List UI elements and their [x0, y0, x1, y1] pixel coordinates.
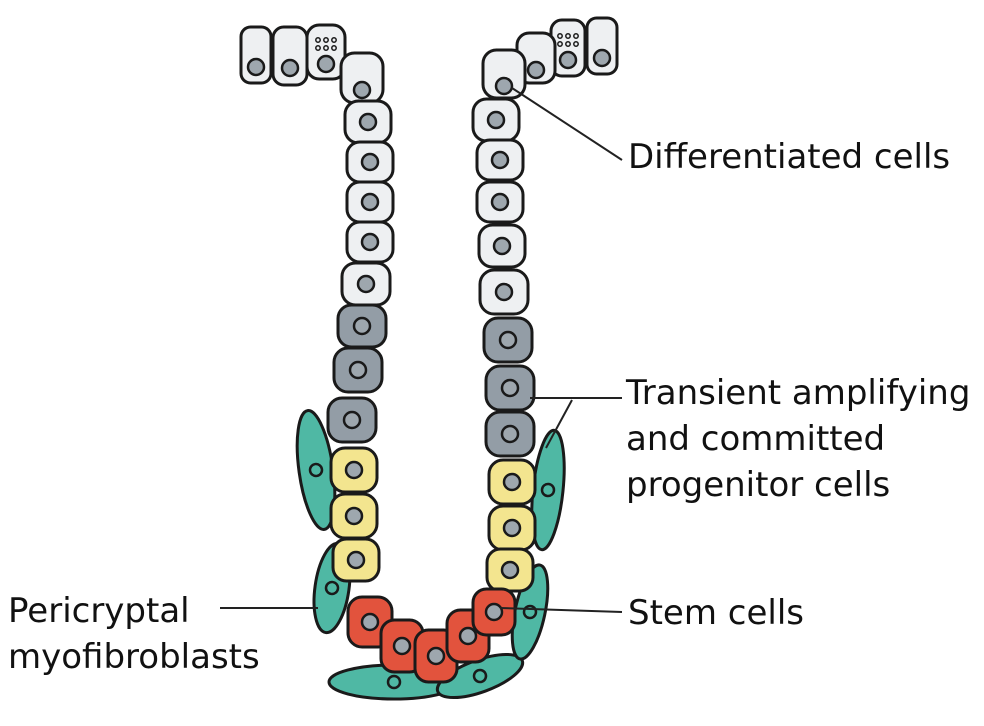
- label-stem-cells: Stem cells: [628, 590, 804, 636]
- transient-amplifying-cell: [338, 305, 386, 347]
- committed-progenitor-cell: [487, 549, 533, 591]
- stem-cell: [473, 589, 515, 635]
- label-transient-line-3: progenitor cells: [626, 462, 970, 508]
- differentiated-cell: [480, 270, 528, 314]
- committed-progenitor-cell: [331, 448, 377, 492]
- differentiated-cell: [483, 50, 525, 98]
- differentiated-cell: [477, 140, 523, 180]
- goblet-cell: [307, 25, 345, 79]
- label-pericryptal-myofibroblasts: Pericryptal myofibroblasts: [8, 588, 260, 680]
- differentiated-cell: [477, 182, 523, 222]
- epithelial-cell-layer: [241, 18, 617, 682]
- differentiated-cell: [342, 263, 390, 305]
- differentiated-cell: [345, 101, 391, 143]
- transient-amplifying-cell: [334, 348, 382, 392]
- differentiated-cell: [273, 27, 307, 85]
- leader-line-differentiated: [512, 88, 622, 160]
- differentiated-cell: [347, 182, 393, 222]
- differentiated-cell: [587, 18, 617, 74]
- differentiated-cell: [347, 222, 393, 262]
- label-pericryptal-line-1: Pericryptal: [8, 588, 260, 634]
- label-transient-line-2: and committed: [626, 416, 970, 462]
- transient-amplifying-cell: [486, 412, 534, 456]
- transient-amplifying-cell: [486, 366, 534, 410]
- committed-progenitor-cell: [333, 539, 379, 581]
- label-pericryptal-line-2: myofibroblasts: [8, 634, 260, 680]
- transient-amplifying-cell: [484, 318, 532, 362]
- committed-progenitor-cell: [489, 460, 535, 504]
- label-transient-line-1: Transient amplifying: [626, 370, 970, 416]
- leader-lines: [220, 88, 622, 612]
- label-transient-amplifying-cells: Transient amplifying and committed proge…: [626, 370, 970, 508]
- transient-amplifying-cell: [328, 398, 376, 442]
- differentiated-cell: [241, 27, 271, 83]
- differentiated-cell: [473, 99, 519, 141]
- committed-progenitor-cell: [489, 506, 535, 550]
- differentiated-cell: [347, 142, 393, 182]
- label-differentiated-cells: Differentiated cells: [628, 134, 950, 180]
- differentiated-cell: [479, 225, 525, 267]
- differentiated-cell: [341, 53, 383, 103]
- committed-progenitor-cell: [331, 494, 377, 538]
